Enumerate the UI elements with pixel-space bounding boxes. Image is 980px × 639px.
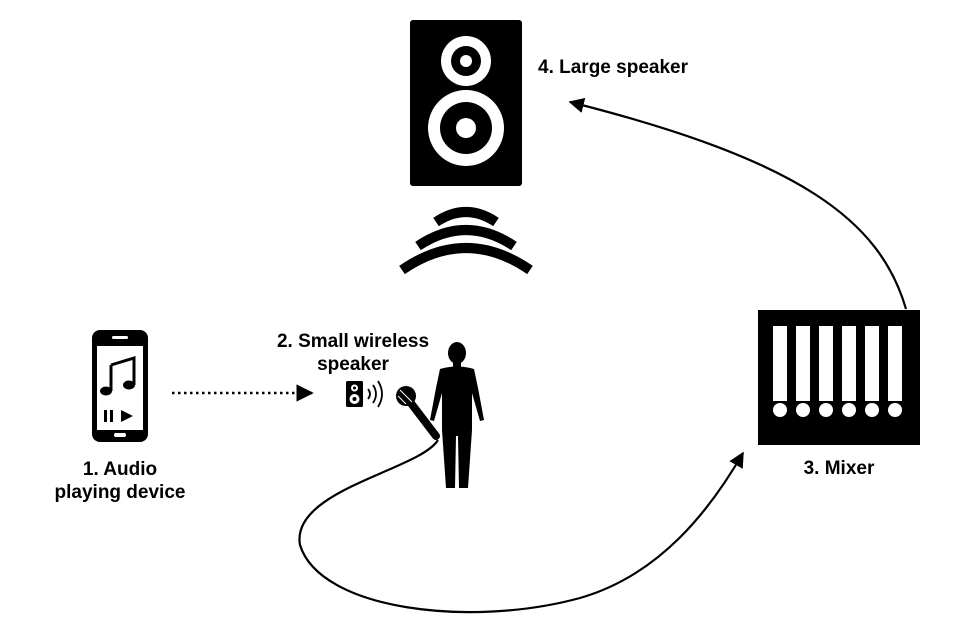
audio-device-label: 1. Audio playing device	[40, 458, 200, 504]
cable-arrow	[298, 439, 744, 614]
person-silhouette-icon	[430, 342, 484, 488]
small-speaker-label: 2. Small wireless speaker	[262, 330, 444, 376]
small-speaker-label-line1: 2. Small wireless	[276, 331, 430, 352]
mixer-to-speaker-arrow	[568, 97, 908, 310]
smartphone-music-icon	[92, 330, 148, 442]
large-speaker-icon	[410, 20, 522, 186]
microphone-icon	[396, 386, 440, 440]
small-speaker-icon	[346, 380, 383, 408]
audio-device-label-line2: playing device	[54, 482, 186, 503]
small-speaker-label-line2: speaker	[317, 354, 389, 375]
audio-device-label-line1: 1. Audio	[82, 459, 158, 480]
mixer-label: 3. Mixer	[803, 458, 875, 479]
large-speaker-label: 4. Large speaker	[538, 57, 688, 78]
sound-waves-icon	[399, 207, 533, 275]
mixer-icon	[758, 310, 920, 445]
